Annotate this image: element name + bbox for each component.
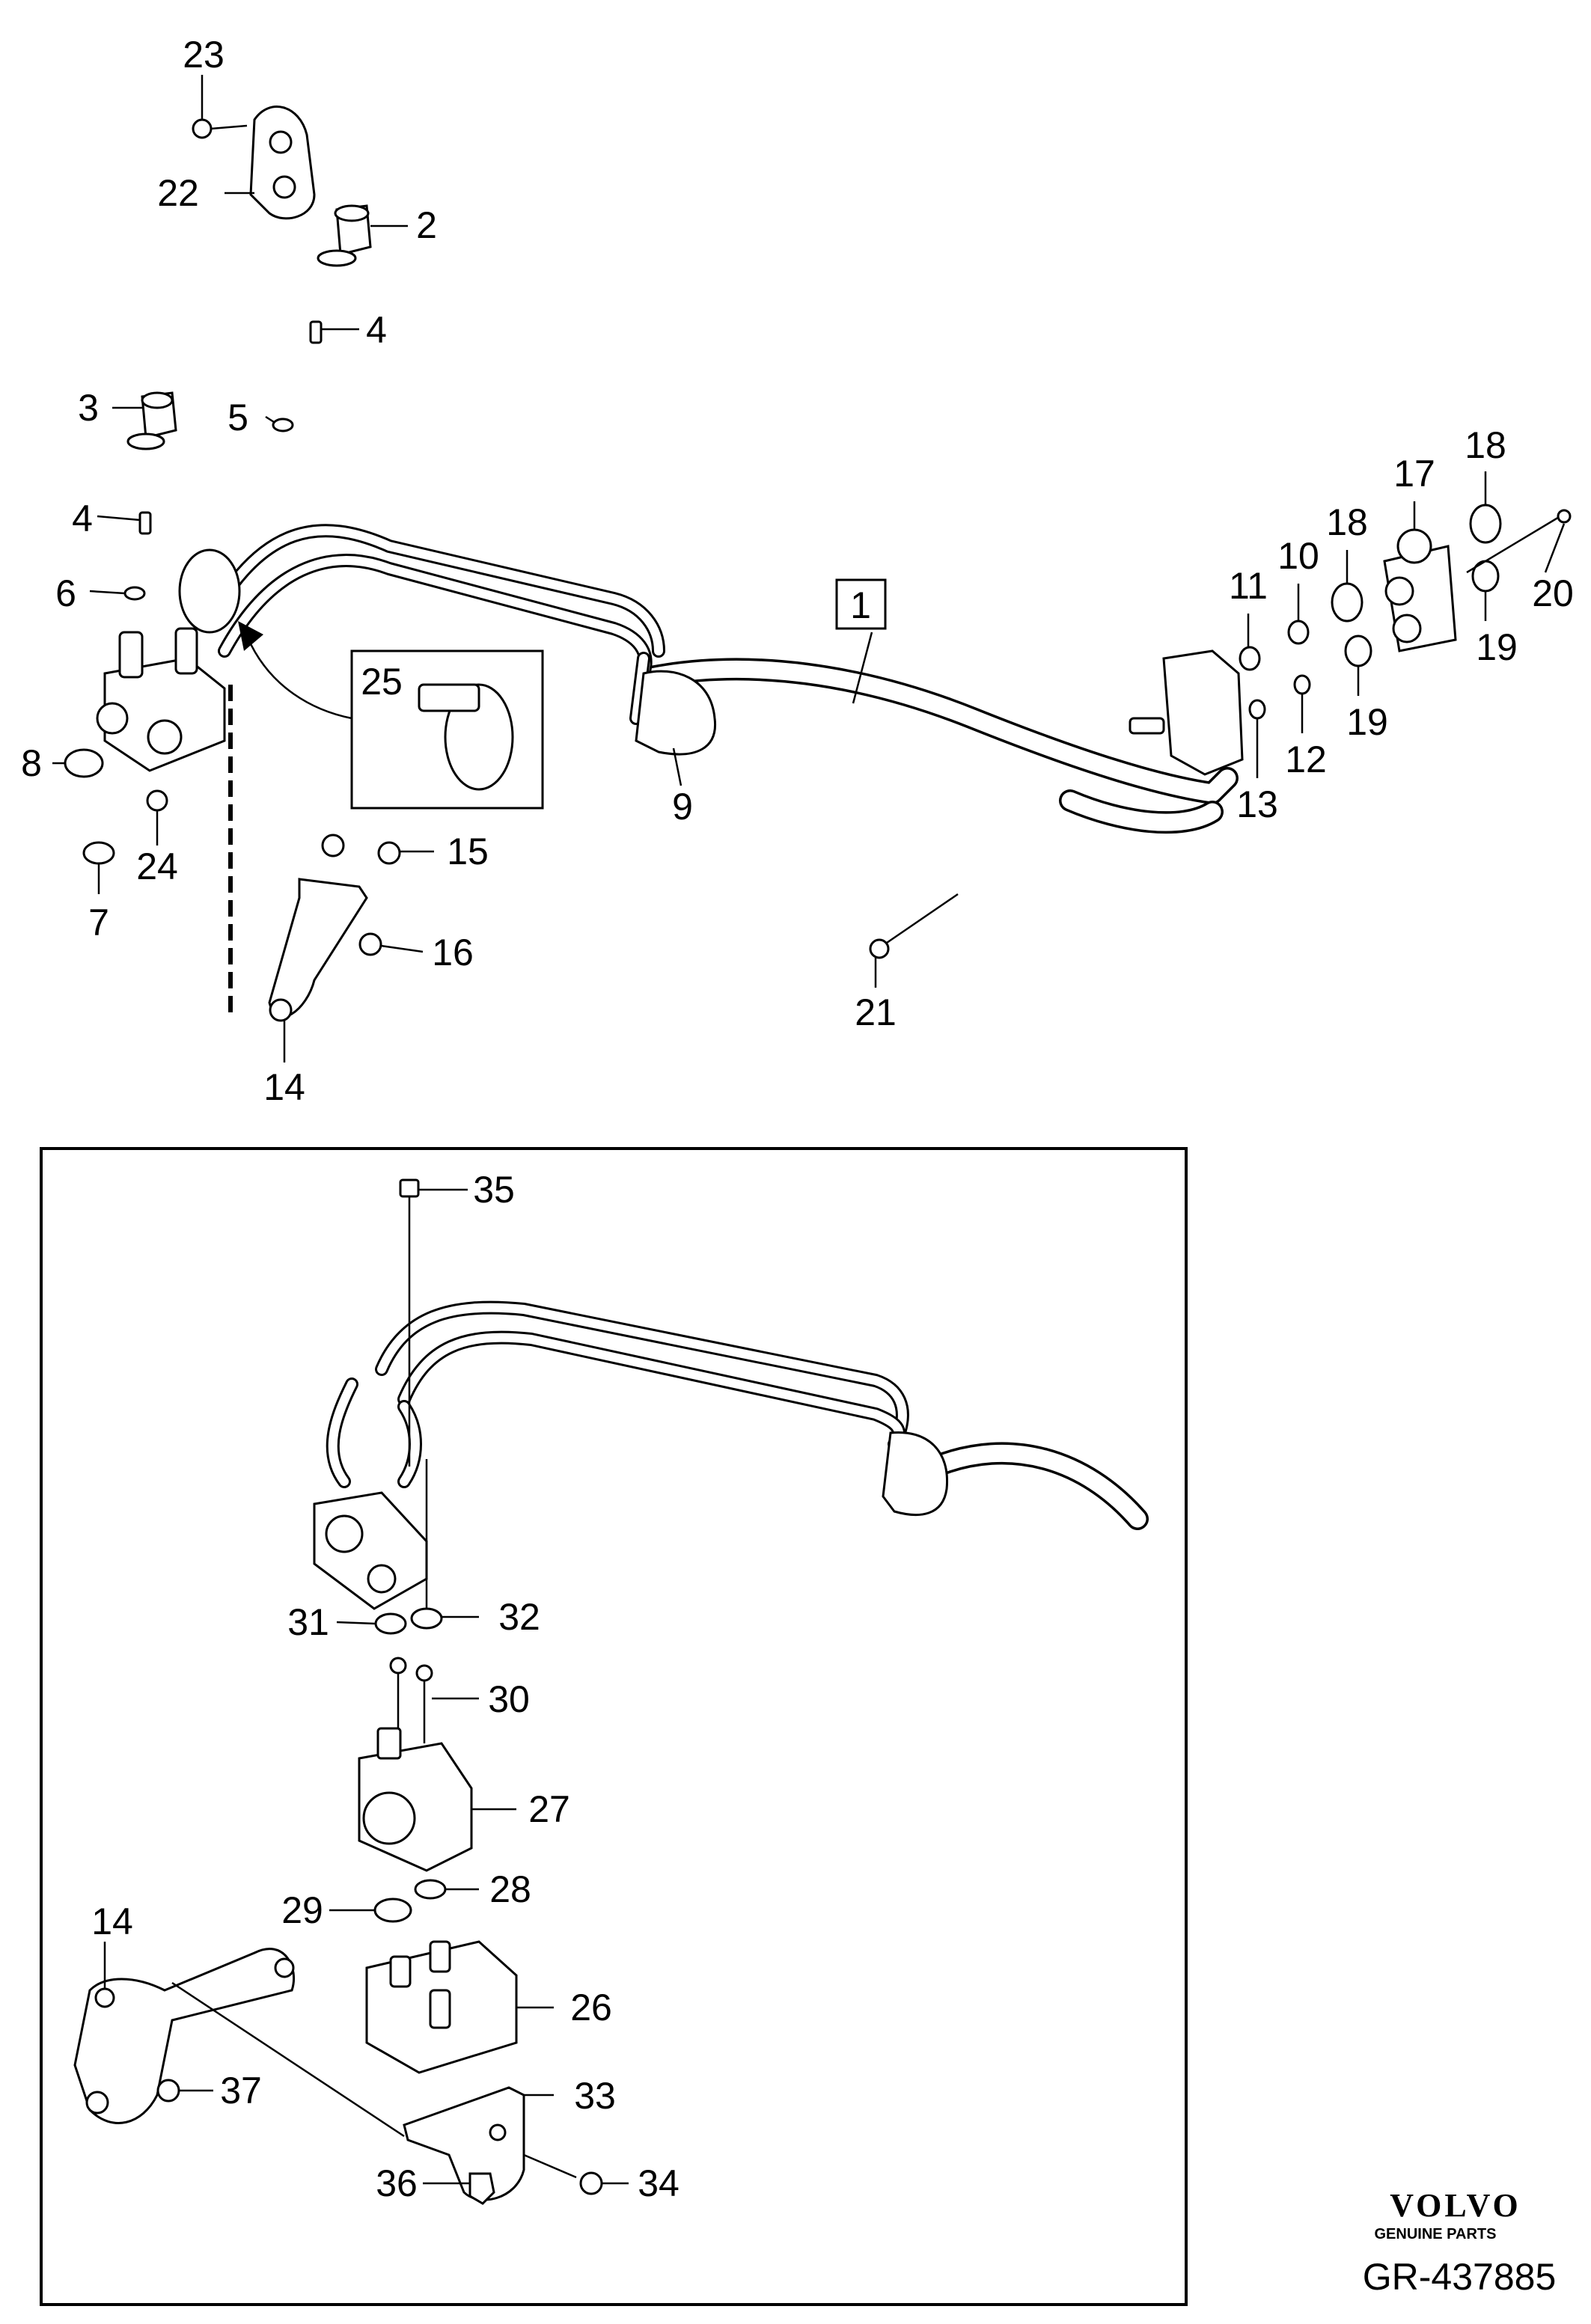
o-ring-29 bbox=[373, 1898, 412, 1923]
detail-tubes bbox=[326, 1300, 1149, 1530]
detail-pipe-clip bbox=[882, 1431, 949, 1517]
service-cap-2 bbox=[317, 204, 372, 267]
service-cap-3 bbox=[126, 391, 177, 450]
callout-29: 29 bbox=[281, 1889, 323, 1931]
twin-tubes bbox=[203, 524, 665, 725]
callout-18b: 18 bbox=[1465, 424, 1506, 466]
callout-4a: 4 bbox=[366, 309, 387, 351]
o-ring-31 bbox=[374, 1612, 407, 1635]
callout-19b: 19 bbox=[1476, 626, 1518, 668]
o-ring-32 bbox=[410, 1607, 443, 1630]
o-ring-12 bbox=[1293, 674, 1311, 695]
callout-22: 22 bbox=[157, 172, 199, 214]
reference-number: GR-437885 bbox=[1363, 2256, 1557, 2298]
callout-25: 25 bbox=[361, 661, 403, 703]
nut-36 bbox=[468, 2172, 495, 2205]
callout-6: 6 bbox=[55, 572, 76, 614]
o-ring-18b bbox=[1469, 504, 1502, 544]
valve-core-4b bbox=[138, 511, 152, 535]
callout-34: 34 bbox=[638, 2162, 680, 2204]
callout-27: 27 bbox=[528, 1788, 570, 1830]
nut-37 bbox=[156, 2079, 180, 2103]
callout-11: 11 bbox=[1229, 565, 1268, 607]
leader-lines-lower bbox=[103, 1188, 629, 2185]
callout-19a: 19 bbox=[1346, 701, 1388, 743]
o-ring-11 bbox=[1239, 646, 1261, 671]
callout-31: 31 bbox=[287, 1601, 329, 1643]
callout-21: 21 bbox=[855, 991, 897, 1033]
connector-block bbox=[96, 548, 241, 772]
callout-1: 1 bbox=[850, 584, 871, 626]
callout-17: 17 bbox=[1393, 453, 1435, 495]
valve-core-4a bbox=[309, 320, 323, 344]
bolt-34 bbox=[523, 2153, 603, 2195]
axis-37 bbox=[171, 1981, 405, 2138]
callout-10: 10 bbox=[1277, 535, 1319, 577]
callout-2: 2 bbox=[416, 204, 437, 246]
callout-13: 13 bbox=[1236, 783, 1278, 825]
logo-text: VOLVO bbox=[1390, 2187, 1521, 2224]
callout-30: 30 bbox=[488, 1678, 530, 1720]
callout-8: 8 bbox=[21, 742, 42, 784]
expansion-valve-block bbox=[1129, 649, 1244, 776]
o-ring-18a bbox=[1331, 582, 1364, 623]
leader-lines-upper bbox=[52, 75, 1566, 1062]
detail-frame bbox=[40, 1147, 1188, 2306]
callout-9: 9 bbox=[672, 786, 693, 828]
callout-35: 35 bbox=[473, 1169, 515, 1211]
callout-28: 28 bbox=[489, 1868, 531, 1910]
o-ring-13 bbox=[1248, 699, 1266, 720]
refrigerant-pipe bbox=[640, 658, 1239, 834]
callout-20: 20 bbox=[1532, 572, 1574, 614]
bolt-21 bbox=[869, 893, 959, 959]
bracket-22 bbox=[249, 106, 316, 220]
callout-4b: 4 bbox=[72, 498, 93, 539]
callout-3: 3 bbox=[78, 387, 99, 429]
callout-24: 24 bbox=[136, 845, 178, 887]
callout-33: 33 bbox=[574, 2075, 616, 2117]
o-ring-5 bbox=[272, 418, 294, 432]
bolts-30 bbox=[389, 1657, 433, 1743]
bolt-23 bbox=[192, 118, 248, 139]
callout-7: 7 bbox=[88, 902, 109, 944]
bracket-14-lower bbox=[73, 1948, 296, 2124]
logo-subtext: GENUINE PARTS bbox=[1375, 2226, 1497, 2242]
o-ring-19a bbox=[1344, 634, 1372, 667]
o-ring-10 bbox=[1287, 620, 1310, 645]
o-ring-8 bbox=[64, 748, 104, 778]
o-ring-28 bbox=[414, 1879, 447, 1900]
callout-23: 23 bbox=[183, 34, 225, 76]
valve-17 bbox=[1383, 528, 1457, 652]
callout-12: 12 bbox=[1285, 739, 1327, 780]
o-ring-7 bbox=[82, 841, 115, 865]
volvo-logo: VOLVO GENUINE PARTS bbox=[1375, 2187, 1521, 2242]
callout-5: 5 bbox=[227, 397, 248, 438]
filter-26 bbox=[365, 1940, 518, 2074]
bracket-14-upper bbox=[268, 834, 401, 1022]
callout-32: 32 bbox=[498, 1596, 540, 1638]
bracket-33 bbox=[403, 2086, 525, 2201]
callout-14a: 14 bbox=[263, 1066, 305, 1108]
valve-27 bbox=[358, 1727, 473, 1872]
nut-24 bbox=[146, 789, 168, 812]
pipe-clip bbox=[635, 670, 717, 756]
callout-36: 36 bbox=[376, 2162, 418, 2204]
callout-26: 26 bbox=[570, 1987, 612, 2028]
bolt-35 bbox=[399, 1178, 420, 1272]
detail-connector-block bbox=[313, 1491, 428, 1610]
callout-14b: 14 bbox=[91, 1901, 133, 1942]
bolt-20 bbox=[1466, 509, 1572, 574]
callout-37: 37 bbox=[220, 2070, 262, 2112]
o-ring-6 bbox=[123, 586, 146, 601]
callout-15: 15 bbox=[447, 831, 489, 872]
callout-box-1 bbox=[835, 578, 887, 630]
callout-18a: 18 bbox=[1326, 501, 1368, 543]
callout-16: 16 bbox=[432, 932, 474, 973]
detail-box-25 bbox=[238, 621, 544, 810]
